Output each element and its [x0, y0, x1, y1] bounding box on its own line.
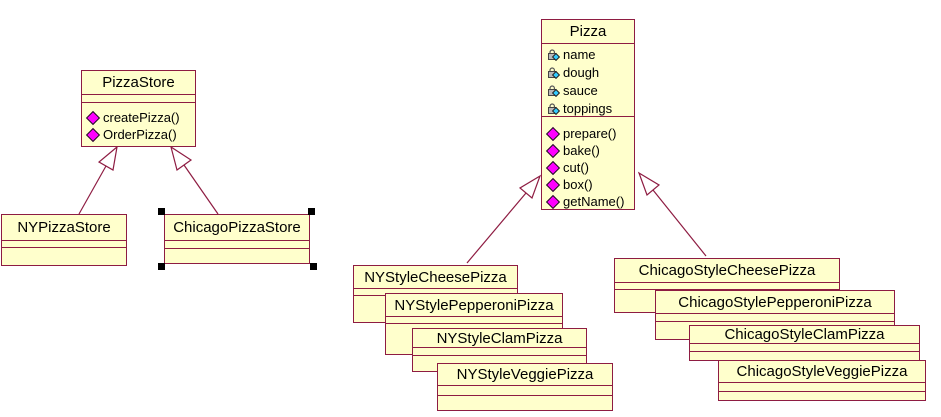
- class-title: ChicagoPizzaStore: [165, 215, 309, 241]
- class-title: ChicagoStyleVeggiePizza: [719, 361, 925, 383]
- attributes-compartment: [615, 283, 839, 290]
- class-title: PizzaStore: [82, 71, 195, 95]
- class-title: Pizza: [542, 20, 634, 44]
- generalization-arrow-nystylecheesepizza-to-pizza[interactable]: [466, 174, 542, 264]
- attribute-row: dough: [542, 63, 634, 81]
- attribute-label: name: [563, 46, 596, 62]
- method-row: prepare(): [542, 125, 634, 142]
- private-attribute-icon: [548, 48, 560, 61]
- class-title: NYStyleCheesePizza: [354, 266, 517, 289]
- attributes-compartment: [82, 95, 195, 103]
- attributes-compartment: name dough sauce toppings: [542, 44, 634, 117]
- operations-compartment: [438, 396, 612, 410]
- selection-handle-top-left[interactable]: [158, 208, 165, 215]
- public-method-icon: [545, 126, 561, 141]
- method-label: OrderPizza(): [103, 127, 177, 142]
- class-title: ChicagoStyleClamPizza: [690, 326, 919, 344]
- method-label: getName(): [563, 194, 625, 209]
- attribute-label: sauce: [563, 82, 598, 98]
- attributes-compartment: [719, 383, 925, 392]
- class-title: NYPizzaStore: [2, 215, 126, 241]
- operations-compartment: [719, 392, 925, 400]
- public-method-icon: [85, 110, 101, 125]
- method-label: createPizza(): [103, 110, 180, 125]
- selection-handle-bottom-right[interactable]: [310, 263, 317, 270]
- selection-handle-top-right[interactable]: [308, 208, 315, 215]
- class-pizza-store[interactable]: PizzaStore createPizza() OrderPizza(): [81, 70, 196, 147]
- operations-compartment: [2, 248, 126, 265]
- public-method-icon: [545, 177, 561, 192]
- method-row: box(): [542, 176, 634, 193]
- class-ny-style-veggie-pizza[interactable]: NYStyleVeggiePizza: [437, 363, 613, 411]
- method-row: bake(): [542, 142, 634, 159]
- method-label: cut(): [563, 160, 589, 175]
- method-label: bake(): [563, 143, 600, 158]
- public-method-icon: [545, 160, 561, 175]
- generalization-arrow-nypizzastore-to-pizzastore[interactable]: [78, 145, 118, 215]
- public-method-icon: [85, 127, 101, 142]
- method-row: createPizza(): [82, 109, 195, 126]
- private-attribute-icon: [548, 84, 560, 97]
- operations-compartment: createPizza() OrderPizza(): [82, 103, 195, 146]
- public-method-icon: [545, 194, 561, 209]
- private-attribute-icon: [548, 66, 560, 79]
- attributes-compartment: [690, 344, 919, 352]
- method-row: getName(): [542, 193, 634, 209]
- class-pizza[interactable]: Pizza name dough sauce toppings prepa: [541, 19, 635, 210]
- class-title: NYStyleVeggiePizza: [438, 364, 612, 386]
- operations-compartment: [165, 249, 309, 263]
- method-label: box(): [563, 177, 593, 192]
- method-label: prepare(): [563, 126, 617, 141]
- attributes-compartment: [386, 317, 562, 324]
- generalization-arrow-chicagostylecheesepizza-to-pizza[interactable]: [637, 171, 707, 257]
- attributes-compartment: [438, 386, 612, 396]
- attributes-compartment: [165, 241, 309, 249]
- operations-compartment: prepare() bake() cut() box() getName(): [542, 117, 634, 209]
- method-row: cut(): [542, 159, 634, 176]
- attribute-row: toppings: [542, 99, 634, 116]
- class-title: ChicagoStylePepperoniPizza: [656, 291, 894, 314]
- attributes-compartment: [656, 314, 894, 322]
- attribute-row: name: [542, 45, 634, 63]
- generalization-arrow-chicagopizzastore-to-pizzastore[interactable]: [170, 145, 219, 215]
- attribute-label: toppings: [563, 100, 613, 116]
- method-row: OrderPizza(): [82, 126, 195, 143]
- attribute-row: sauce: [542, 81, 634, 99]
- class-title: NYStyleClamPizza: [413, 329, 586, 348]
- selection-handle-bottom-left[interactable]: [158, 263, 165, 270]
- class-chicago-pizza-store[interactable]: ChicagoPizzaStore: [164, 214, 310, 264]
- class-chicago-style-veggie-pizza[interactable]: ChicagoStyleVeggiePizza: [718, 360, 926, 401]
- class-title: NYStylePepperoniPizza: [386, 294, 562, 317]
- attributes-compartment: [2, 241, 126, 248]
- operations-compartment: [690, 352, 919, 360]
- class-ny-pizza-store[interactable]: NYPizzaStore: [1, 214, 127, 266]
- attribute-label: dough: [563, 64, 600, 80]
- class-chicago-style-clam-pizza[interactable]: ChicagoStyleClamPizza: [689, 325, 920, 361]
- private-attribute-icon: [548, 102, 560, 115]
- attributes-compartment: [413, 348, 586, 356]
- public-method-icon: [545, 143, 561, 158]
- class-title: ChicagoStyleCheesePizza: [615, 259, 839, 283]
